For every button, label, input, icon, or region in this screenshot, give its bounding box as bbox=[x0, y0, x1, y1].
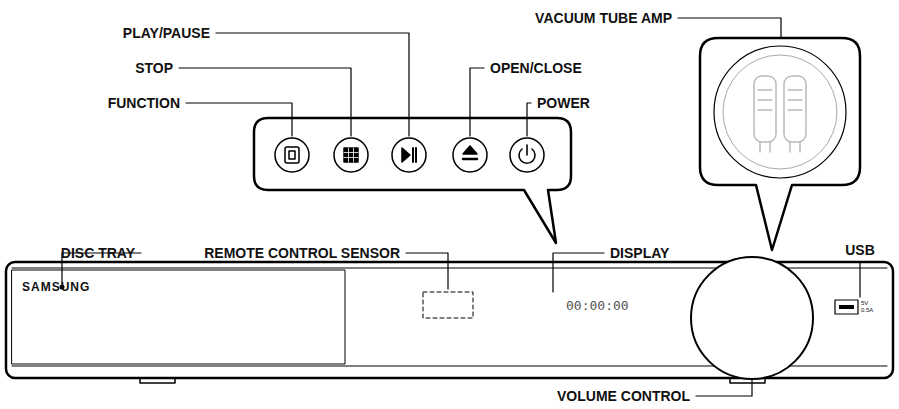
buttons bbox=[275, 138, 544, 172]
callout-label: POWER bbox=[537, 96, 590, 110]
callout-label: PLAY/PAUSE bbox=[123, 26, 210, 40]
vacuum-tubes bbox=[754, 76, 806, 152]
volume-knob bbox=[691, 257, 813, 379]
remote-sensor bbox=[423, 292, 473, 318]
callout-label: USB bbox=[845, 243, 875, 257]
brand-logo: SAMSUNG bbox=[22, 281, 90, 293]
display-readout: 00:00:00 bbox=[566, 299, 629, 312]
tube-callout bbox=[700, 38, 860, 250]
callout-label: VOLUME CONTROL bbox=[557, 389, 690, 403]
callout-label: DISC TRAY bbox=[61, 246, 135, 260]
disc-tray bbox=[12, 270, 345, 364]
callout-label: STOP bbox=[135, 61, 173, 75]
callout-label: FUNCTION bbox=[108, 96, 180, 110]
port-rating: 5V bbox=[861, 300, 868, 306]
callout-label: VACUUM TUBE AMP bbox=[535, 11, 672, 25]
port-rating: 0.5A bbox=[861, 307, 873, 313]
usb-port bbox=[835, 300, 858, 314]
callout-label: DISPLAY bbox=[610, 246, 669, 260]
tube-window bbox=[714, 46, 846, 178]
leader-lines bbox=[62, 18, 860, 396]
button-callout bbox=[254, 118, 571, 243]
callout-label: OPEN/CLOSE bbox=[490, 61, 582, 75]
callout-label: REMOTE CONTROL SENSOR bbox=[204, 246, 400, 260]
